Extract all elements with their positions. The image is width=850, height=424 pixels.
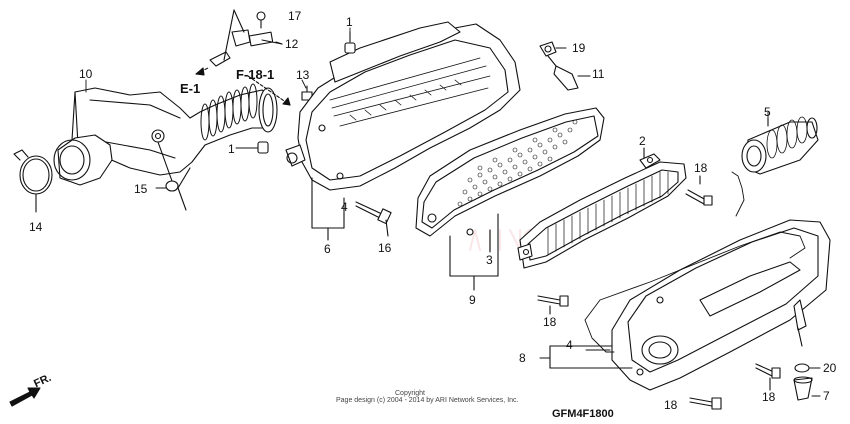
callout-5: 5: [764, 105, 771, 119]
callout-14: 14: [29, 220, 43, 234]
callout-15: 15: [134, 182, 148, 196]
gasket-3: [415, 107, 605, 291]
callout-10: 10: [79, 67, 93, 81]
callout-17: 17: [288, 9, 302, 23]
e1-arrow: [195, 67, 209, 76]
fr-direction-arrow: [9, 387, 41, 407]
callout-8: 8: [519, 351, 526, 365]
bolt-18-d: [689, 397, 722, 410]
callout-12: 12: [285, 37, 299, 51]
callout-2: 2: [639, 134, 646, 148]
bolt-16: [355, 201, 392, 237]
callout-18-a: 18: [694, 161, 708, 175]
callout-13: 13: [296, 68, 310, 82]
callout-9: 9: [469, 293, 476, 307]
filter-element-2: [517, 147, 687, 269]
ref-e1[interactable]: E-1: [180, 81, 201, 96]
callout-1-left: 1: [228, 142, 235, 156]
copyright-line-1: Copyright: [395, 390, 425, 397]
callout-7: 7: [823, 389, 830, 403]
ref-f18-1[interactable]: F-18-1: [236, 67, 275, 82]
f18-arrow: [247, 75, 291, 106]
callout-18-c: 18: [762, 390, 776, 404]
callout-16: 16: [378, 241, 392, 255]
bolt-19: [539, 41, 567, 57]
callout-18-b: 18: [543, 315, 557, 329]
intake-duct-10: [53, 83, 278, 186]
air-cleaner-case-4: [285, 21, 521, 191]
ring-20: [794, 363, 821, 373]
bolt-18-c: [755, 363, 781, 391]
callout-19: 19: [572, 41, 586, 55]
copyright-line-2: Page design (c) 2004 - 2014 by ARI Netwo…: [336, 397, 519, 404]
callout-6: 6: [324, 242, 331, 256]
callout-11: 11: [592, 67, 605, 81]
bolt-1-top: [344, 31, 356, 54]
callout-3: 3: [486, 253, 493, 267]
callout-18-d: 18: [664, 398, 678, 412]
bolt-1-left: [245, 141, 269, 154]
leader-lines: [85, 27, 769, 351]
grommet-15: [157, 141, 191, 211]
leader-8: [539, 345, 633, 369]
leader-6: [311, 177, 345, 241]
bolt-18-b: [537, 295, 569, 315]
lower-case-4: [584, 171, 831, 391]
tube-7: [793, 376, 821, 401]
clamp-12-17: [209, 9, 283, 67]
drain-plug-11: [547, 55, 591, 91]
callout-20: 20: [823, 361, 837, 375]
callout-1-top: 1: [346, 15, 353, 29]
diagram-code: GFM4F1800: [552, 408, 614, 420]
callout-4-lower: 4: [566, 338, 573, 352]
bolt-18-a: [685, 175, 713, 206]
hose-clamp-14: [13, 149, 53, 213]
rubber-boot-5: [741, 116, 819, 175]
callout-4-upper: 4: [341, 200, 348, 214]
